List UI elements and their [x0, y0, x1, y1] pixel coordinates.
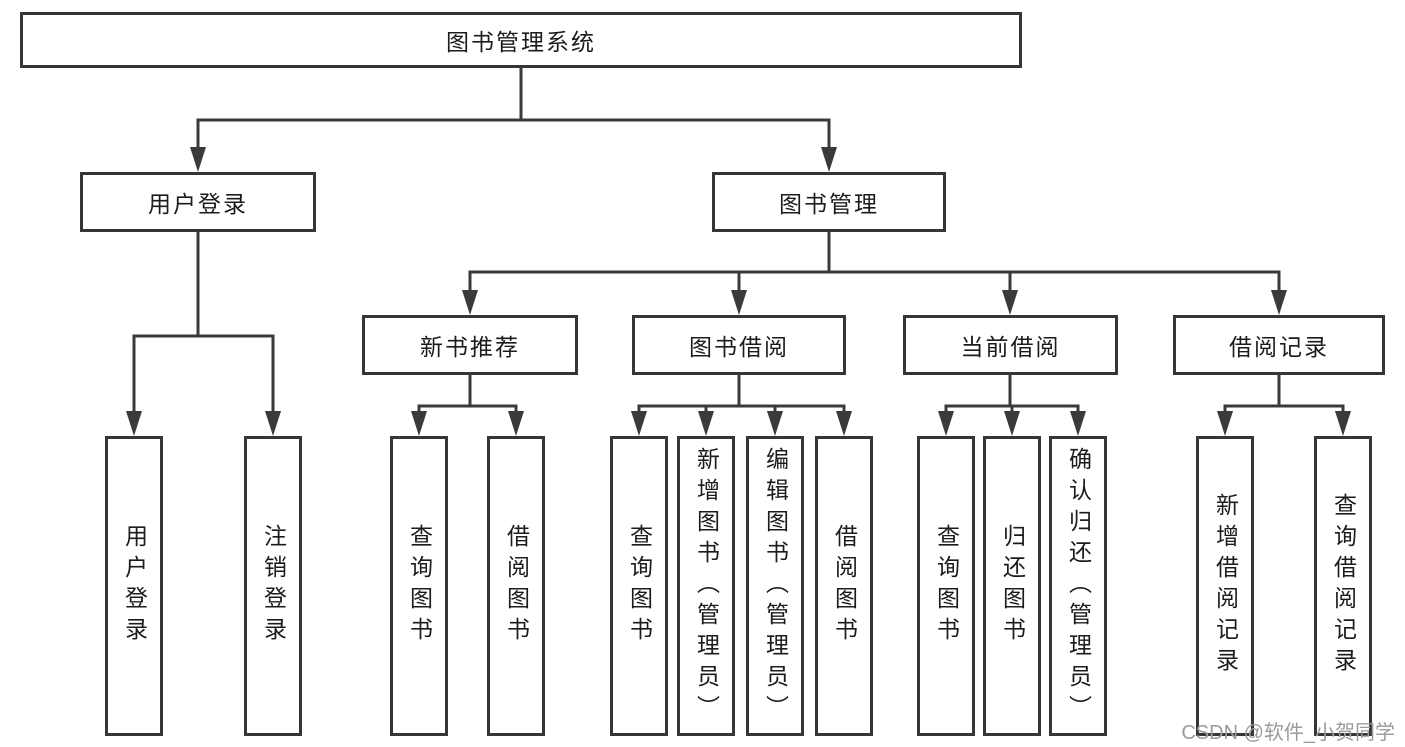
leaf-label: 新增图书（管理员） — [693, 446, 720, 726]
leaf-label: 查询图书 — [933, 524, 960, 648]
node-label: 用户登录 — [148, 191, 248, 217]
leaf-query-books-borrow: 查询图书 — [610, 436, 668, 736]
watermark: CSDN @软件_小贺同学 — [1181, 722, 1395, 744]
leaf-label: 借阅图书 — [503, 524, 530, 648]
leaf-borrow-books-recommend: 借阅图书 — [487, 436, 545, 736]
node-current-borrow: 当前借阅 — [903, 315, 1118, 375]
leaf-label: 注销登录 — [260, 524, 287, 648]
node-label: 图书管理 — [779, 191, 879, 217]
leaf-confirm-return-admin: 确认归还（管理员） — [1049, 436, 1107, 736]
node-book-borrow: 图书借阅 — [632, 315, 846, 375]
leaf-borrow-books: 借阅图书 — [815, 436, 873, 736]
leaf-label: 确认归还（管理员） — [1065, 446, 1092, 726]
leaf-logout: 注销登录 — [244, 436, 302, 736]
node-borrow-records: 借阅记录 — [1173, 315, 1385, 375]
leaf-label: 编辑图书（管理员） — [762, 446, 789, 726]
node-label: 当前借阅 — [960, 334, 1061, 360]
leaf-add-books-admin: 新增图书（管理员） — [677, 436, 735, 736]
leaf-add-borrow-record: 新增借阅记录 — [1196, 436, 1254, 736]
node-book-management: 图书管理 — [712, 172, 946, 232]
node-label: 借阅记录 — [1229, 334, 1329, 360]
node-label: 图书管理系统 — [446, 29, 596, 55]
node-label: 图书借阅 — [689, 334, 789, 360]
node-new-book-recommend: 新书推荐 — [362, 315, 578, 375]
leaf-label: 查询图书 — [406, 524, 433, 648]
leaf-edit-books-admin: 编辑图书（管理员） — [746, 436, 804, 736]
leaf-query-books-recommend: 查询图书 — [390, 436, 448, 736]
leaf-label: 查询借阅记录 — [1330, 493, 1357, 679]
leaf-query-books-current: 查询图书 — [917, 436, 975, 736]
arrowheads — [126, 147, 1351, 436]
leaf-label: 用户登录 — [121, 524, 148, 648]
node-label: 新书推荐 — [420, 334, 520, 360]
leaf-user-login: 用户登录 — [105, 436, 163, 736]
leaf-label: 借阅图书 — [831, 524, 858, 648]
leaf-query-borrow-record: 查询借阅记录 — [1314, 436, 1372, 736]
leaf-label: 归还图书 — [999, 524, 1026, 648]
node-system-root: 图书管理系统 — [20, 12, 1022, 68]
node-user-login: 用户登录 — [80, 172, 316, 232]
leaf-label: 查询图书 — [626, 524, 653, 648]
leaf-return-books: 归还图书 — [983, 436, 1041, 736]
leaf-label: 新增借阅记录 — [1212, 493, 1239, 679]
